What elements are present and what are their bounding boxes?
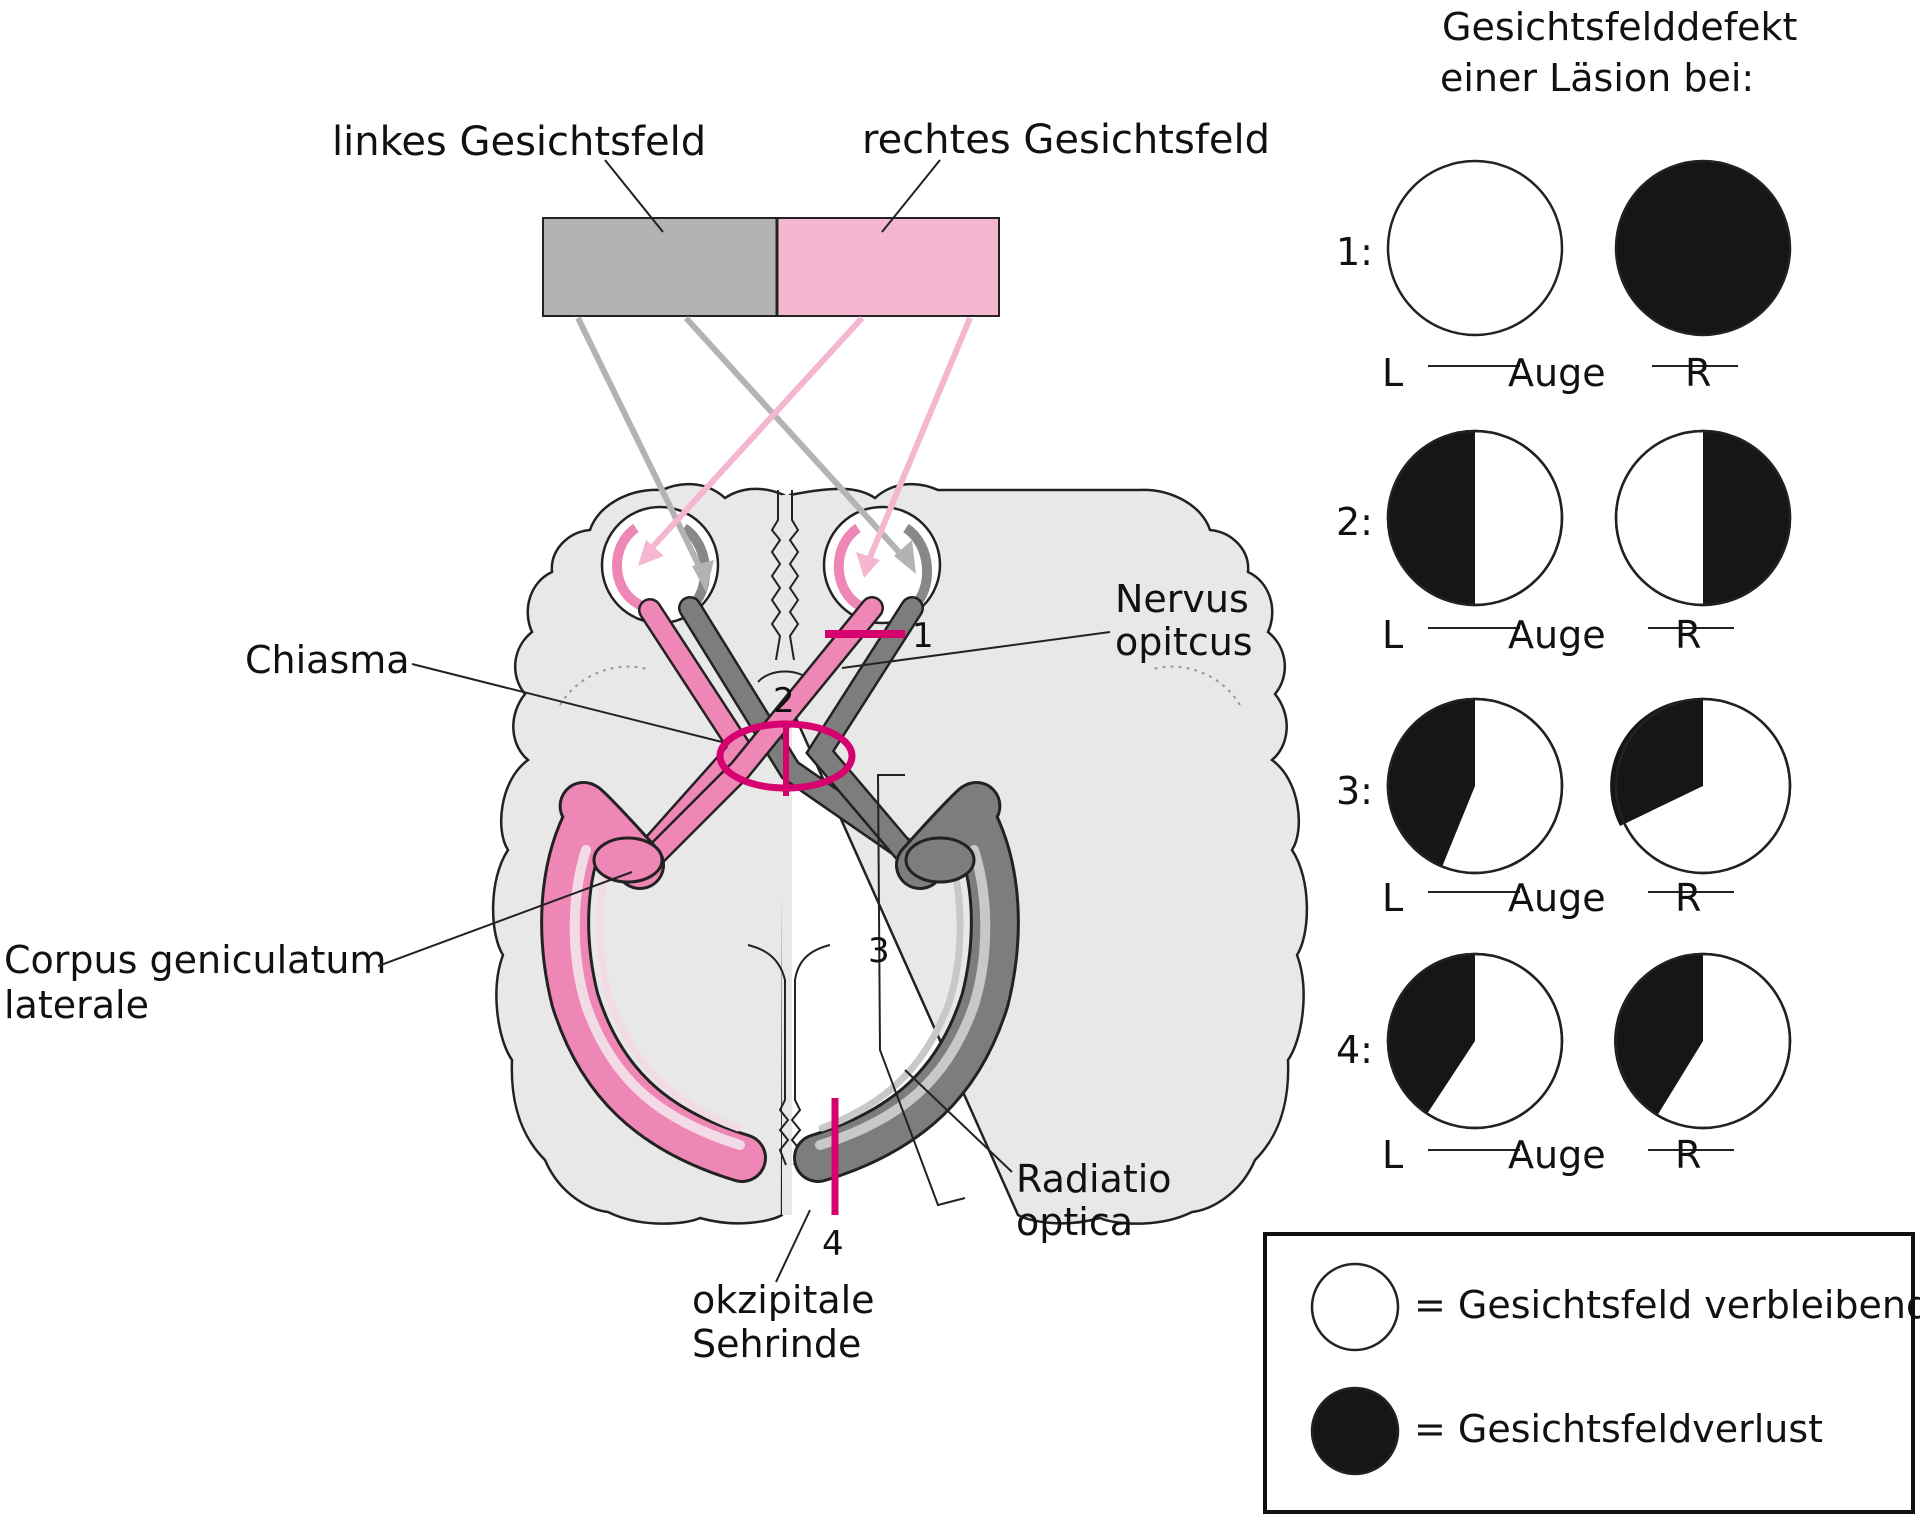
right-retina-pink bbox=[833, 523, 863, 611]
legend-remaining-label: = Gesichtsfeld verbleibend bbox=[1414, 1283, 1920, 1327]
defect-row-2: 2: L Auge R bbox=[1336, 429, 1792, 657]
defect-header-line2: einer Läsion bei: bbox=[1440, 56, 1754, 100]
eye-word-label: Auge bbox=[1508, 1133, 1606, 1177]
lesion-3-bracket bbox=[876, 774, 966, 1207]
eye-left-label: L bbox=[1382, 1133, 1403, 1177]
eye-right-label: R bbox=[1675, 613, 1701, 657]
anterior-fissure-right bbox=[788, 490, 800, 661]
nervus-opticus-label-line2: opitcus bbox=[1115, 620, 1253, 664]
okzipitale-sehrinde-label-line1: okzipitale bbox=[692, 1278, 875, 1322]
left-radiation bbox=[540, 780, 767, 1183]
radiatio-optica-label-line2: optica bbox=[1016, 1200, 1133, 1244]
defect-row-label: 1: bbox=[1336, 230, 1373, 274]
nervus-opticus-leader bbox=[841, 631, 1111, 669]
lesion-4-label: 4 bbox=[822, 1224, 844, 1264]
corpus-geniculatum-label-line1: Corpus geniculatum bbox=[4, 938, 386, 982]
legend-loss-label: = Gesichtsfeldverlust bbox=[1414, 1407, 1823, 1451]
left-radiation-band bbox=[543, 783, 764, 1180]
lesion-1-label: 1 bbox=[912, 616, 934, 656]
corpus-geniculatum-label-line2: laterale bbox=[4, 983, 149, 1027]
lesion-markers bbox=[716, 630, 966, 1215]
ray-grey-right bbox=[683, 315, 911, 565]
ray-pink-left bbox=[645, 315, 865, 555]
ray-pink-right bbox=[865, 316, 973, 564]
light-rays bbox=[575, 315, 973, 592]
visual-field-box bbox=[542, 217, 1000, 317]
tract-right-eye-nasal bbox=[808, 598, 930, 880]
defect-row-1: 1: L Auge R bbox=[1336, 159, 1792, 395]
defect-row-label: 3: bbox=[1336, 769, 1373, 813]
ray-grey-left bbox=[575, 316, 707, 578]
radiatio-optica-label-line1: Radiatio bbox=[1016, 1157, 1172, 1201]
eye-word-label: Auge bbox=[1508, 613, 1606, 657]
right-field-leader bbox=[881, 159, 941, 233]
right-hemisphere bbox=[788, 482, 1309, 1225]
okzipitale-sehrinde-label-line2: Sehrinde bbox=[692, 1322, 861, 1366]
optic-tracts bbox=[628, 596, 932, 882]
defect-row-4: 4: L Auge R bbox=[1336, 952, 1792, 1177]
left-eye-defect-fill bbox=[1386, 698, 1475, 867]
left-field-label: linkes Gesichtsfeld bbox=[332, 119, 706, 165]
right-field-label: rechtes Gesichtsfeld bbox=[862, 117, 1270, 163]
lesion-2-label: 2 bbox=[773, 681, 795, 721]
chiasma-label: Chiasma bbox=[245, 638, 410, 682]
legend-box: = Gesichtsfeld verbleibend = Gesichtsfel… bbox=[1263, 1232, 1920, 1514]
right-lgn bbox=[904, 836, 976, 884]
tract-right-eye-temporal bbox=[630, 598, 882, 880]
chiasma-leader bbox=[411, 663, 723, 743]
right-radiation bbox=[793, 780, 1020, 1183]
eye-left-label: L bbox=[1382, 351, 1403, 395]
legend-loss-swatch bbox=[1310, 1386, 1400, 1476]
right-eye-defect-fill bbox=[1703, 431, 1790, 605]
eye-right-label: R bbox=[1685, 351, 1711, 395]
eye-left-label: L bbox=[1382, 613, 1403, 657]
left-eye-defect-fill bbox=[1388, 431, 1475, 605]
okzipitale-sehrinde-leader bbox=[775, 1209, 811, 1283]
eye-word-label: Auge bbox=[1508, 351, 1606, 395]
legend-remaining-swatch bbox=[1310, 1262, 1400, 1352]
eye-word-label: Auge bbox=[1508, 876, 1606, 920]
eye-right-label: R bbox=[1675, 876, 1701, 920]
defect-row-label: 2: bbox=[1336, 500, 1373, 544]
nervus-opticus-label-line1: Nervus bbox=[1115, 577, 1249, 621]
posterior-fissure bbox=[747, 944, 790, 1166]
radiatio-optica-leader bbox=[904, 1069, 1013, 1173]
lesion-3-label: 3 bbox=[868, 931, 890, 971]
left-field-leader bbox=[604, 159, 664, 233]
eye-left-label: L bbox=[1382, 876, 1403, 920]
left-retina-pink bbox=[612, 523, 643, 610]
left-visual-field bbox=[542, 217, 778, 317]
right-eye-field-circle bbox=[1614, 159, 1792, 337]
right-eye-defect-fill bbox=[1610, 698, 1703, 826]
defect-row-3: 3: L Auge R bbox=[1336, 697, 1792, 920]
eye-right-label: R bbox=[1675, 1133, 1701, 1177]
defect-row-label: 4: bbox=[1336, 1028, 1373, 1072]
right-radiation-band bbox=[796, 783, 1017, 1180]
right-visual-field bbox=[776, 217, 1000, 317]
anterior-fissure-left bbox=[770, 490, 782, 661]
left-eye-defect-fill bbox=[1387, 953, 1475, 1114]
defect-header-line1: Gesichtsfelddefekt bbox=[1442, 5, 1797, 49]
left-lgn bbox=[592, 836, 664, 884]
right-eye-defect-fill bbox=[1614, 953, 1703, 1116]
left-eye-field-circle bbox=[1386, 159, 1564, 337]
corpus-geniculatum-leader bbox=[377, 871, 633, 967]
